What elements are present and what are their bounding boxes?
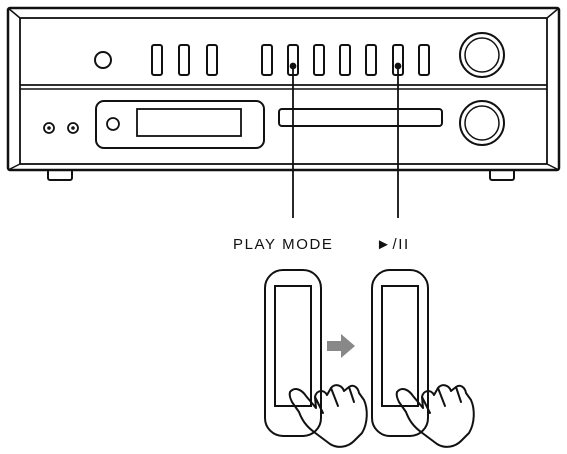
display-panel [95, 100, 265, 149]
play-pause-button-enlarged [371, 269, 429, 437]
button-10 [418, 44, 430, 76]
button-1 [151, 44, 163, 76]
hand-icon [395, 384, 475, 448]
upper-knob [459, 32, 505, 78]
headphone-jacks [43, 122, 79, 134]
lower-knob [459, 100, 505, 146]
button-2 [178, 44, 190, 76]
play-pause-label: ►/II [376, 236, 410, 253]
play-mode-button-enlarged [264, 269, 322, 437]
power-button [94, 51, 112, 69]
button-8 [365, 44, 377, 76]
display-button [106, 117, 120, 131]
callout-lines [289, 62, 402, 218]
hand-icon [288, 384, 368, 448]
button-7 [339, 44, 351, 76]
disc-slot [278, 108, 443, 127]
play-mode-label: PLAY MODE [233, 236, 334, 253]
button-4 [261, 44, 273, 76]
right-arrow-icon [327, 334, 355, 358]
device-bezel [19, 17, 548, 165]
button-6 [313, 44, 325, 76]
upper-button-row [151, 44, 430, 76]
button-3 [206, 44, 218, 76]
audio-player-device [6, 6, 561, 181]
display-screen [136, 108, 242, 137]
